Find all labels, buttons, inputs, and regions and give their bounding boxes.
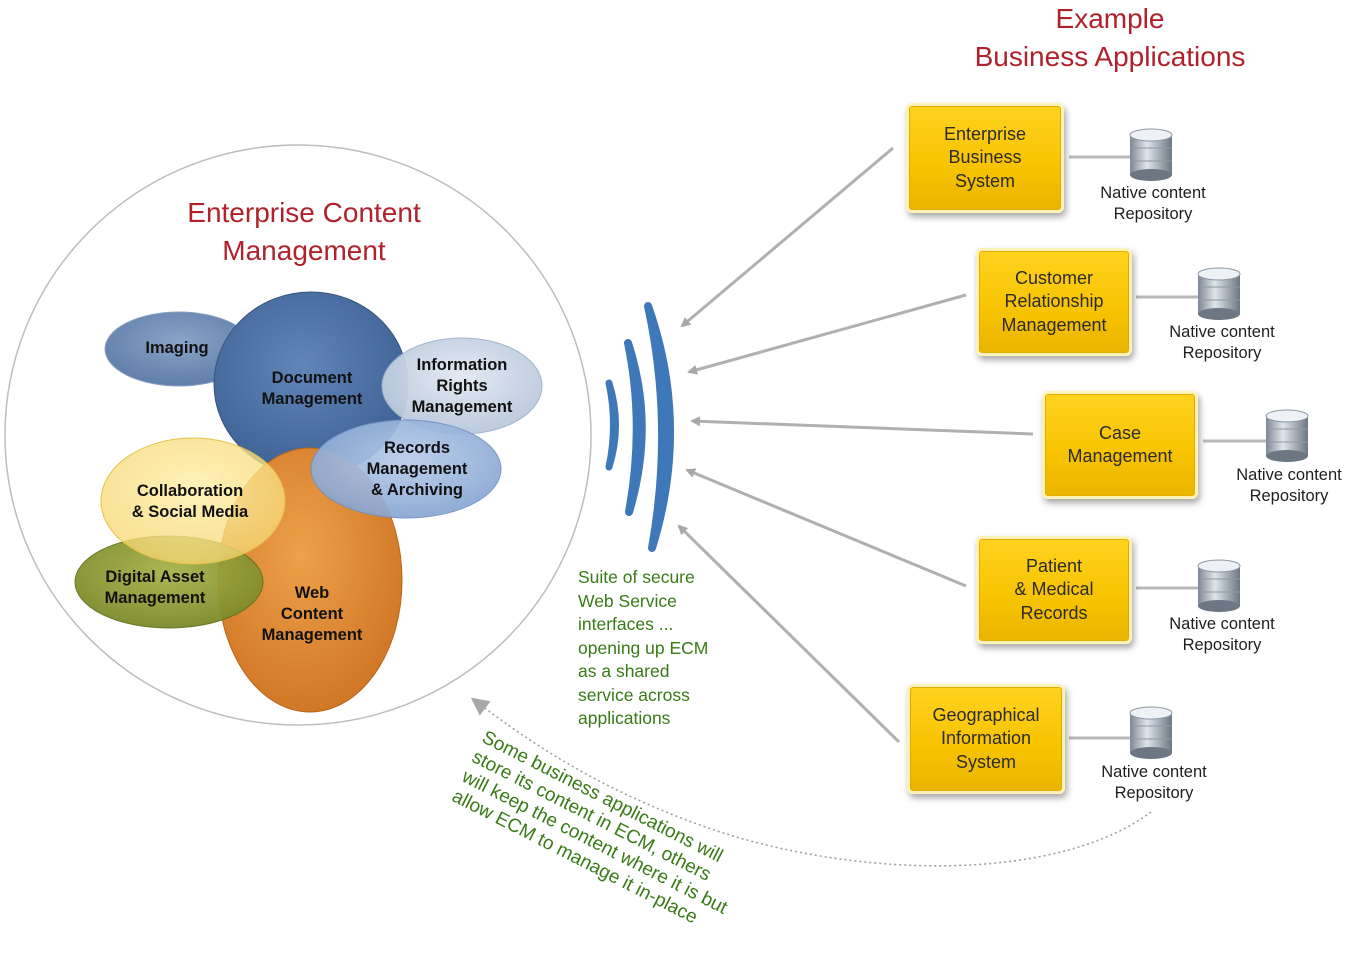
collaboration-label: Collaboration & Social Media <box>131 482 249 521</box>
database-cylinder-icon <box>1129 706 1173 759</box>
repository-label: Native content Repository <box>1169 615 1275 654</box>
app-box-geographical-information-system: Geographical Information System <box>907 684 1065 794</box>
interfaces-note: Suite of secure Web Service interfaces .… <box>578 567 709 728</box>
app-label: Patient & Medical Records <box>1014 555 1094 623</box>
arrow-crm <box>687 293 967 375</box>
ecm-title-line2: Management <box>222 235 386 266</box>
arrow-case-management <box>690 416 1034 436</box>
database-cylinder-icon <box>1265 409 1309 462</box>
records-management-bubble <box>310 419 502 519</box>
wireless-signal-icon <box>605 302 674 552</box>
database-cylinder-icon <box>1129 128 1173 181</box>
digital-asset-label: Digital Asset Management <box>104 568 206 607</box>
collaboration-bubble <box>100 437 286 565</box>
dotted-return-arrow <box>470 697 1152 867</box>
app-label: Case Management <box>1067 422 1173 467</box>
database-cylinder-icon <box>1197 559 1241 612</box>
app-box-enterprise-business-system: Enterprise Business System <box>906 103 1064 213</box>
repository-label: Native content Repository <box>1236 466 1342 505</box>
repository-label: Native content Repository <box>1101 763 1207 802</box>
repository-label: Native content Repository <box>1100 184 1206 223</box>
arrow-gis <box>677 524 901 744</box>
connector-arrows <box>677 146 1034 744</box>
web-content-label: Web Content Management <box>261 584 363 644</box>
app-label: Geographical Information System <box>932 704 1040 772</box>
ecm-title-line1: Enterprise Content <box>187 197 421 228</box>
app-box-customer-relationship-management: Customer Relationship Management <box>976 248 1132 356</box>
arrow-enterprise-business <box>680 146 894 328</box>
arrow-patient-records <box>685 468 967 588</box>
repository-label: Native content Repository <box>1169 323 1275 362</box>
repository-connectors <box>1069 155 1266 740</box>
example-title-line1: Example <box>1055 3 1165 34</box>
app-label: Customer Relationship Management <box>1001 267 1107 335</box>
ecm-diagram: Example Business Applications Enterprise… <box>4 3 1342 928</box>
database-cylinder-icon <box>1197 267 1241 320</box>
ecm-boundary-circle <box>4 144 592 726</box>
example-title-line2: Business Applications <box>974 41 1246 72</box>
information-rights-label: Information Rights Management <box>411 356 513 416</box>
app-label: Enterprise Business System <box>943 123 1027 191</box>
app-box-case-management: Case Management <box>1042 391 1198 499</box>
imaging-label: Imaging <box>145 339 209 357</box>
diagram-graphics <box>4 128 1309 867</box>
document-management-label: Document Management <box>261 369 363 408</box>
app-box-patient-medical-records: Patient & Medical Records <box>976 536 1132 644</box>
records-management-label: Records Management & Archiving <box>366 439 468 499</box>
